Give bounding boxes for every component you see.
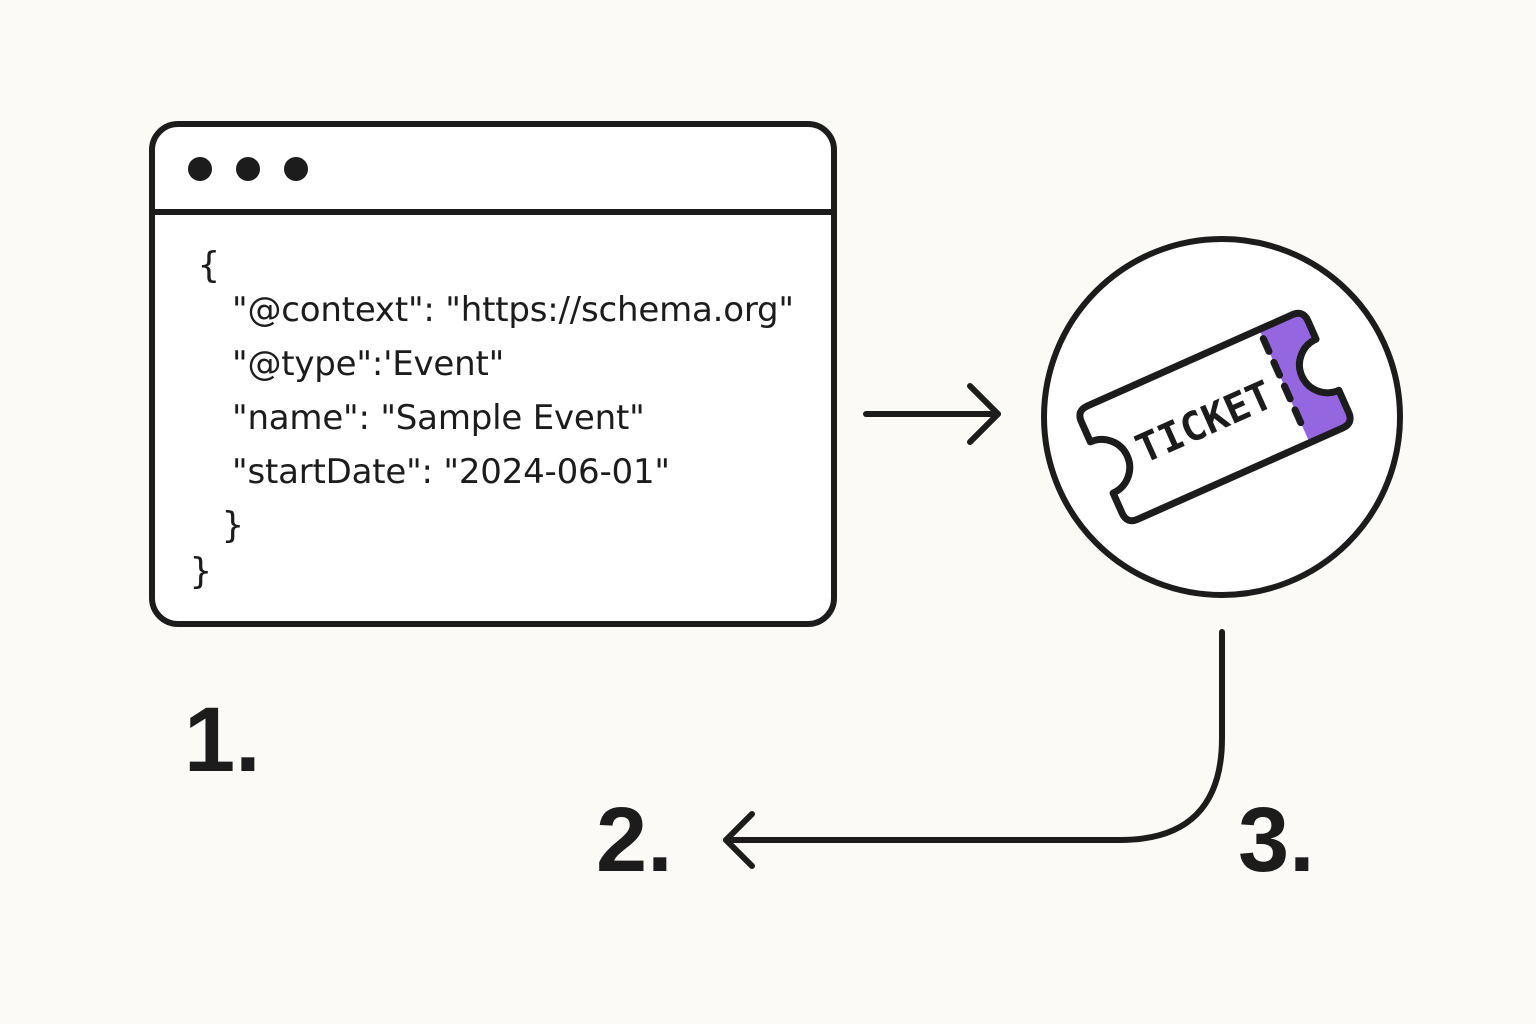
step-2-label: 2. [596,789,673,891]
code-close-brace: } [190,551,212,592]
curved-arrow-left-icon [723,629,1225,869]
ticket-icon: TICKET [1076,309,1354,525]
code-open-brace: { [198,245,220,286]
ticket-perforation [1259,335,1310,438]
window-dot [188,157,212,181]
step-1-label: 1. [184,689,261,791]
code-line-type: "@type":'Event" [232,344,505,384]
browser-window [149,121,837,627]
window-dot [236,157,260,181]
browser-window-frame [149,121,837,627]
code-line-name: "name": "Sample Event" [232,398,645,438]
arrow-right-icon [863,383,1001,445]
code-line-start-date: "startDate": "2024-06-01" [232,452,670,492]
code-line-context: "@context": "https://schema.org" [232,290,794,330]
step-3-label: 3. [1238,789,1315,891]
three-dots-icon [188,157,308,181]
window-dot [284,157,308,181]
code-inner-close-brace: } [222,505,244,546]
ticket-outline [1076,309,1354,525]
